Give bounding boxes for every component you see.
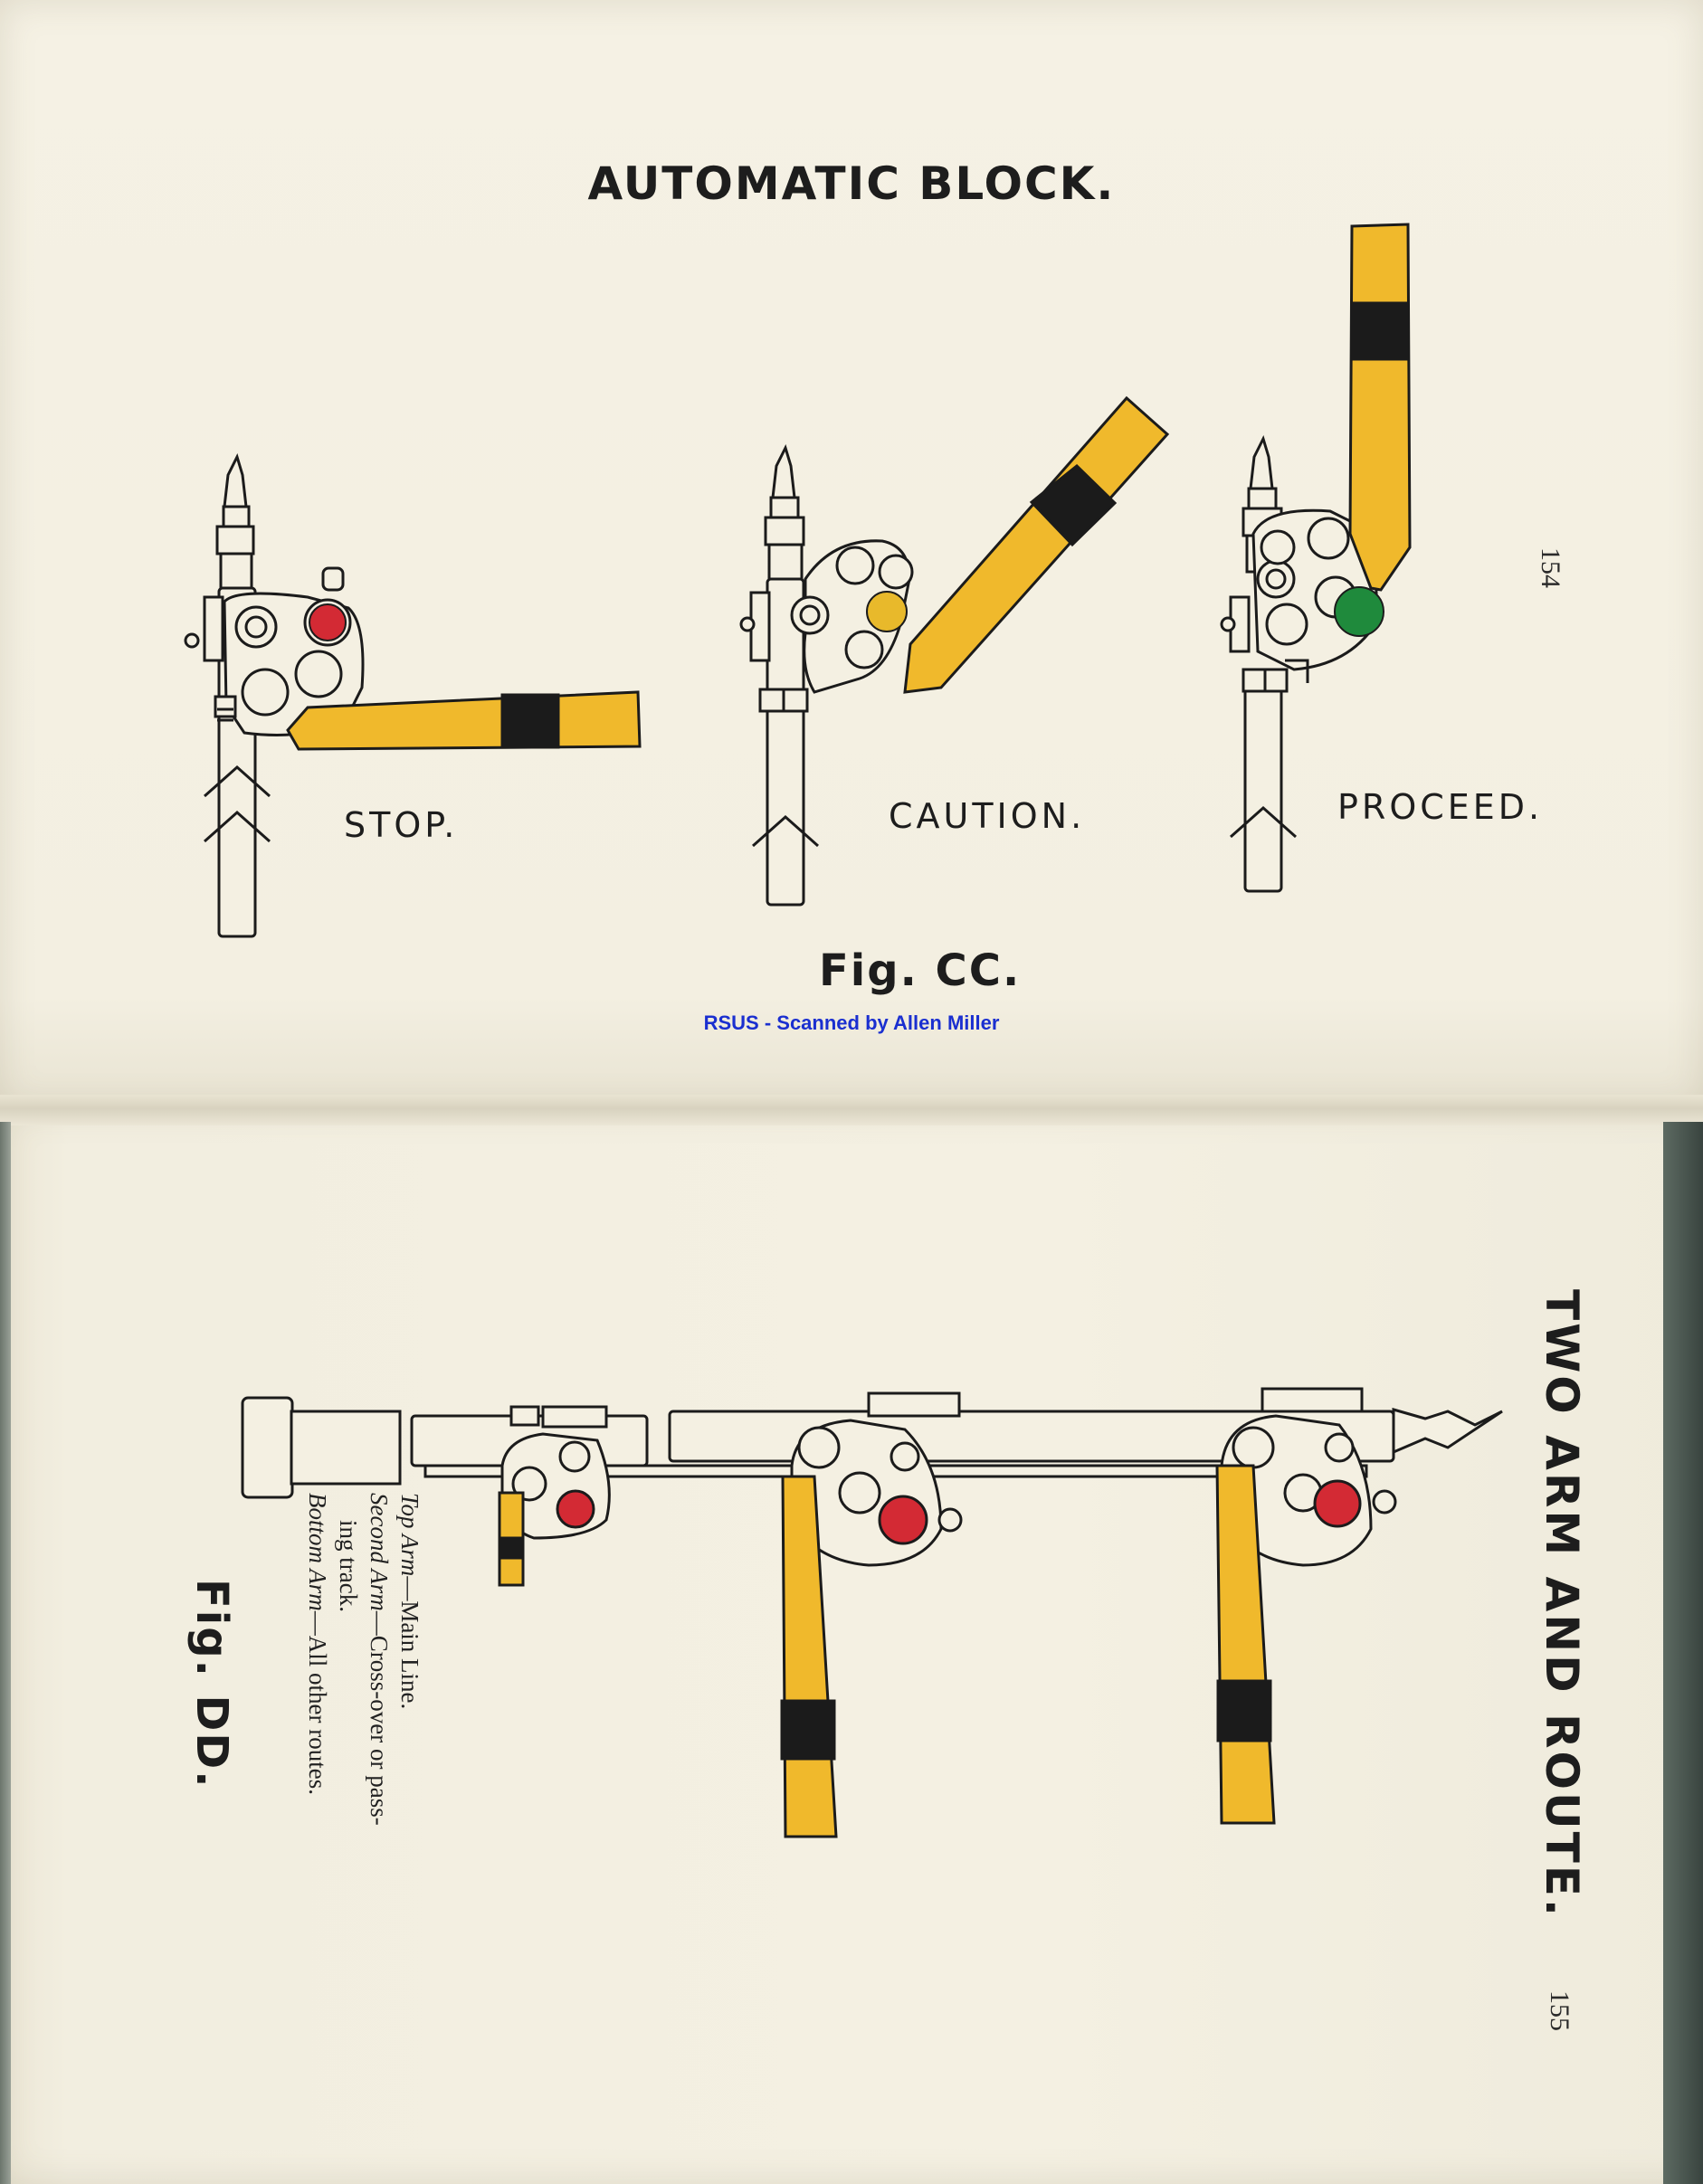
legend-block: Top Arm—Main Line. Second Arm—Cross-over… [302, 1493, 425, 1826]
legend-line-second-arm-cont: ing track. [335, 1520, 362, 1612]
proceed-arm-band [1350, 301, 1410, 361]
caution-label: CAUTION. [889, 796, 1086, 836]
scan-credit: RSUS - Scanned by Allen Miller [703, 1011, 1000, 1034]
caution-arm [903, 395, 1170, 694]
page-number-155: 155 [1545, 1990, 1575, 2031]
page-title-automatic-block: AUTOMATIC BLOCK. [587, 157, 1116, 210]
figure-caption-dd: Fig. DD. [186, 1579, 237, 1790]
book-gutter [0, 1095, 1703, 1125]
proceed-arm [1348, 223, 1412, 592]
stop-label: STOP. [344, 805, 459, 845]
book-cover-edge-right [1663, 1122, 1703, 2184]
caution-arm-band [1029, 464, 1118, 547]
page-155 [0, 1108, 1703, 2184]
book-cover-edge-left [0, 1122, 11, 2184]
caution-signal [739, 443, 914, 907]
figure-caption-cc: Fig. CC. [819, 945, 1022, 996]
proceed-green-lamp [1334, 586, 1384, 637]
proceed-label: PROCEED. [1337, 787, 1544, 827]
legend-line-top-arm: Top Arm—Main Line. [396, 1493, 423, 1710]
stop-arm-band [500, 693, 560, 749]
stop-signal [184, 452, 365, 938]
caution-yellow-lamp [866, 591, 908, 632]
stop-red-lamp [309, 603, 347, 641]
page-number-154: 154 [1536, 547, 1565, 588]
page-title-two-arm-and-route: TWO ARM AND ROUTE. [1536, 1289, 1588, 1919]
legend-line-second-arm: Second Arm—Cross-over or pass- [366, 1493, 393, 1826]
legend-line-bottom-arm: Bottom Arm—All other routes. [304, 1493, 331, 1795]
proceed-signal [1220, 434, 1378, 893]
fig-cc-illustration [184, 223, 1412, 938]
